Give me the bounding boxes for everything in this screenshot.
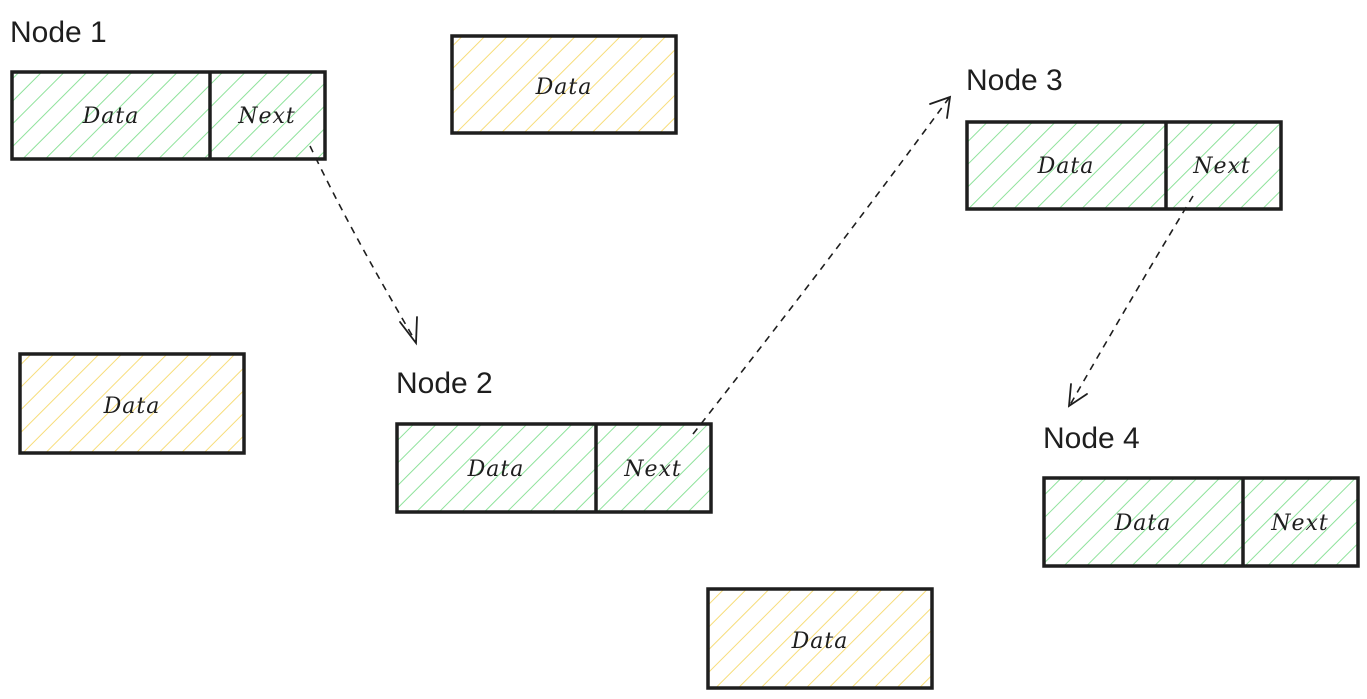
node-2-box: Data Next (395, 422, 713, 514)
node-2-next-cell: Next (623, 457, 682, 482)
arrow-head-icon (1067, 383, 1088, 408)
free-block-2-data-cell: Data (103, 394, 161, 419)
node-4-border (1042, 476, 1360, 568)
node-3-label: Node 3 (966, 64, 1063, 97)
node-2-label: Node 2 (396, 367, 493, 400)
node-2: Node 2 Data Next (395, 367, 713, 514)
node-4-fill (1044, 478, 1358, 566)
node-4: Node 4 Data Next (1042, 422, 1360, 568)
node-4-data-cell: Data (1114, 511, 1172, 536)
node-1-fill (12, 72, 325, 159)
node-4-next-cell: Next (1270, 511, 1329, 536)
node-1-box: Data Next (10, 70, 327, 161)
node-4-label: Node 4 (1043, 422, 1140, 455)
arrow-node1-to-node2 (309, 145, 418, 346)
node-4-box: Data Next (1042, 476, 1360, 568)
free-block-3-data-cell: Data (791, 629, 849, 654)
free-block-3-border (706, 587, 934, 690)
free-block-2: Data (18, 352, 246, 455)
free-block-3: Data (706, 587, 934, 690)
free-block-1-data-cell: Data (535, 75, 593, 100)
free-block-2-border (18, 352, 246, 455)
node-1: Node 1 Data Next (10, 16, 327, 161)
node-3: Node 3 Data Next (965, 64, 1283, 211)
node-2-data-cell: Data (467, 457, 525, 482)
node-3-fill (967, 122, 1281, 209)
node-1-label: Node 1 (10, 16, 107, 49)
arrow-head-icon (399, 316, 418, 346)
node-2-border (395, 422, 713, 514)
node-1-next-cell: Next (237, 104, 296, 129)
arrow-node2-to-node3 (692, 95, 952, 435)
node-3-border (965, 120, 1283, 211)
free-block-3-fill (708, 589, 932, 688)
free-block-1-fill (452, 36, 676, 133)
node-3-next-cell: Next (1192, 154, 1251, 179)
arrow-node3-to-node4 (1067, 195, 1194, 408)
free-block-1: Data (450, 34, 678, 135)
node-3-box: Data Next (965, 120, 1283, 211)
node-1-border (10, 70, 327, 161)
node-3-data-cell: Data (1037, 154, 1095, 179)
free-block-1-border (450, 34, 678, 135)
free-block-2-fill (20, 354, 244, 453)
arrow-head-icon (929, 95, 952, 119)
node-1-data-cell: Data (82, 104, 140, 129)
node-2-fill (397, 424, 711, 512)
